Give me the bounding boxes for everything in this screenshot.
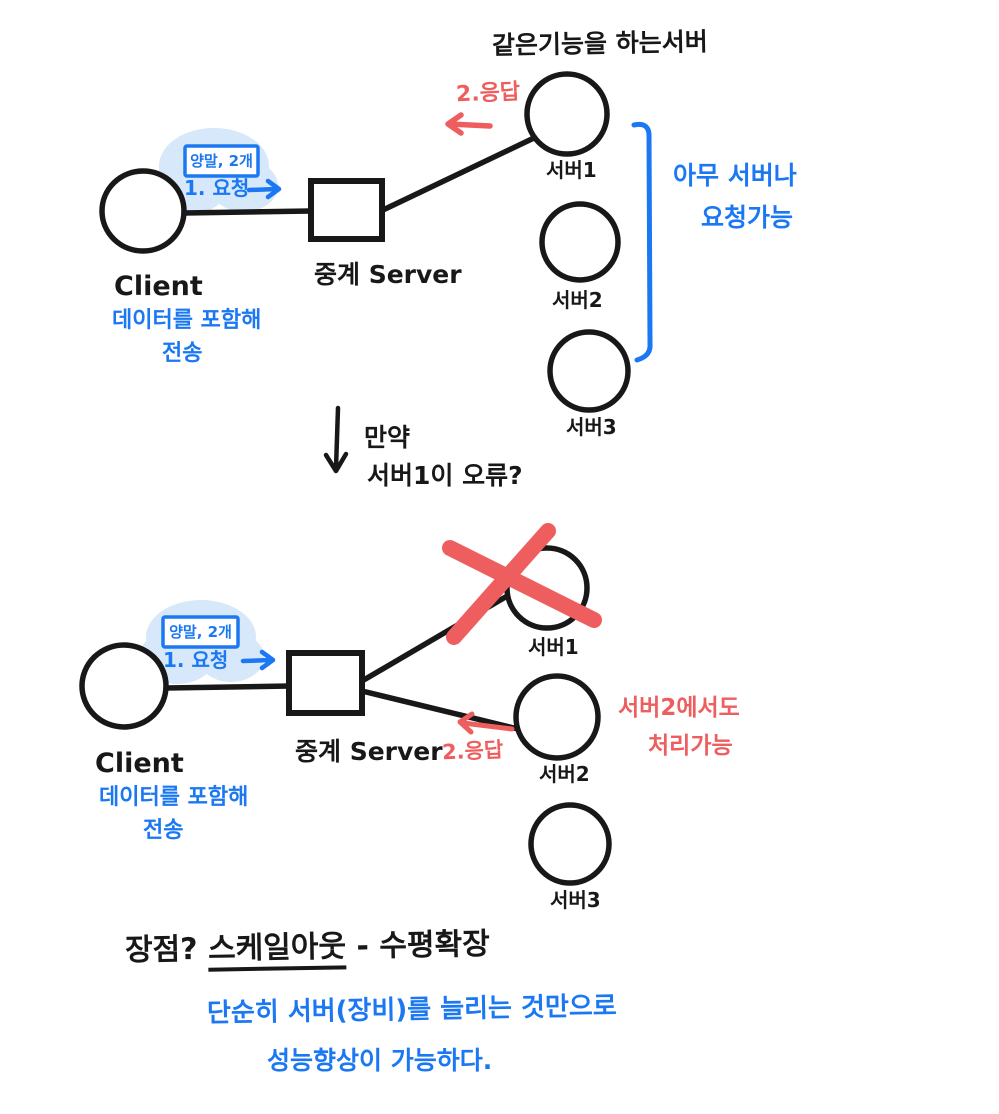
- top-relay-server1-line: [380, 134, 539, 213]
- top-diagram-title: 같은기능을 하는서버: [491, 27, 708, 60]
- top-client-label: Client: [114, 271, 203, 302]
- advantage-suffix: - 수평확장: [345, 926, 491, 965]
- server1-error-x-mark: [442, 523, 602, 645]
- bottom-relay-label: 중계 Server: [295, 737, 443, 766]
- transition-down-arrow-icon: [323, 405, 349, 474]
- bottom-client-circle: [79, 642, 169, 730]
- bottom-relay-server-box: [286, 650, 365, 716]
- transition-note-line1: 만약: [364, 423, 411, 452]
- servers-bracket: [631, 121, 653, 363]
- top-relay-label: 중계 Server: [314, 260, 462, 289]
- top-client-relay-line: [181, 208, 314, 216]
- bottom-request-tag-box: [161, 615, 240, 649]
- top-client-note-line2: 전송: [162, 341, 203, 366]
- bottom-client-note-line1: 데이터를 포함해: [99, 785, 249, 810]
- server2-note-line1: 서버2에서도: [618, 695, 740, 721]
- top-server1-label: 서버1: [546, 158, 597, 182]
- top-relay-server-box: [308, 178, 385, 242]
- bottom-client-label: Client: [95, 748, 184, 779]
- top-server2-label: 서버2: [552, 288, 603, 312]
- benefit-line2: 성능향상이 가능하다.: [267, 1046, 493, 1075]
- top-request-right-arrow-icon: [246, 178, 282, 200]
- bottom-server2-label: 서버2: [539, 762, 590, 786]
- bottom-request-right-arrow-icon: [240, 649, 276, 671]
- advantage-underlined-term: 스케일아웃: [207, 929, 347, 972]
- top-request-label: 1. 요청: [184, 176, 250, 200]
- bottom-request-tag: 양말, 2개: [169, 623, 232, 641]
- transition-note-line2: 서버1이 오류?: [367, 461, 523, 490]
- bottom-server1-label: 서버1: [528, 635, 579, 659]
- top-server3-circle: [547, 329, 631, 413]
- top-server2-circle: [539, 201, 621, 283]
- top-server3-label: 서버3: [566, 415, 617, 439]
- bottom-server3-label: 서버3: [550, 888, 601, 912]
- top-server1-circle: [524, 71, 610, 157]
- bottom-response-left-arrow-icon: [457, 711, 515, 735]
- bottom-server3-circle: [528, 802, 612, 886]
- bottom-server2-circle: [513, 673, 601, 761]
- bottom-client-relay-line: [163, 683, 293, 691]
- bracket-note-line2: 요청가능: [701, 203, 794, 232]
- server2-note-line2: 처리가능: [648, 733, 733, 759]
- bottom-response-label: 2.응답: [441, 737, 504, 765]
- top-client-circle: [99, 168, 187, 254]
- bracket-note-line1: 아무 서버나: [673, 161, 797, 190]
- bottom-client-note-line2: 전송: [143, 818, 184, 843]
- advantage-line: 장점? 스케일아웃 - 수평확장: [124, 926, 491, 972]
- top-request-tag: 양말, 2개: [190, 152, 253, 170]
- advantage-prefix: 장점?: [124, 931, 209, 969]
- top-response-left-arrow-icon: [445, 112, 493, 136]
- top-request-tag-box: [183, 144, 260, 178]
- bottom-relay-server2-line: [359, 688, 525, 733]
- bottom-request-label: 1. 요청: [163, 648, 229, 672]
- top-client-note-line1: 데이터를 포함해: [112, 308, 262, 333]
- top-response-label: 2.응답: [455, 79, 521, 108]
